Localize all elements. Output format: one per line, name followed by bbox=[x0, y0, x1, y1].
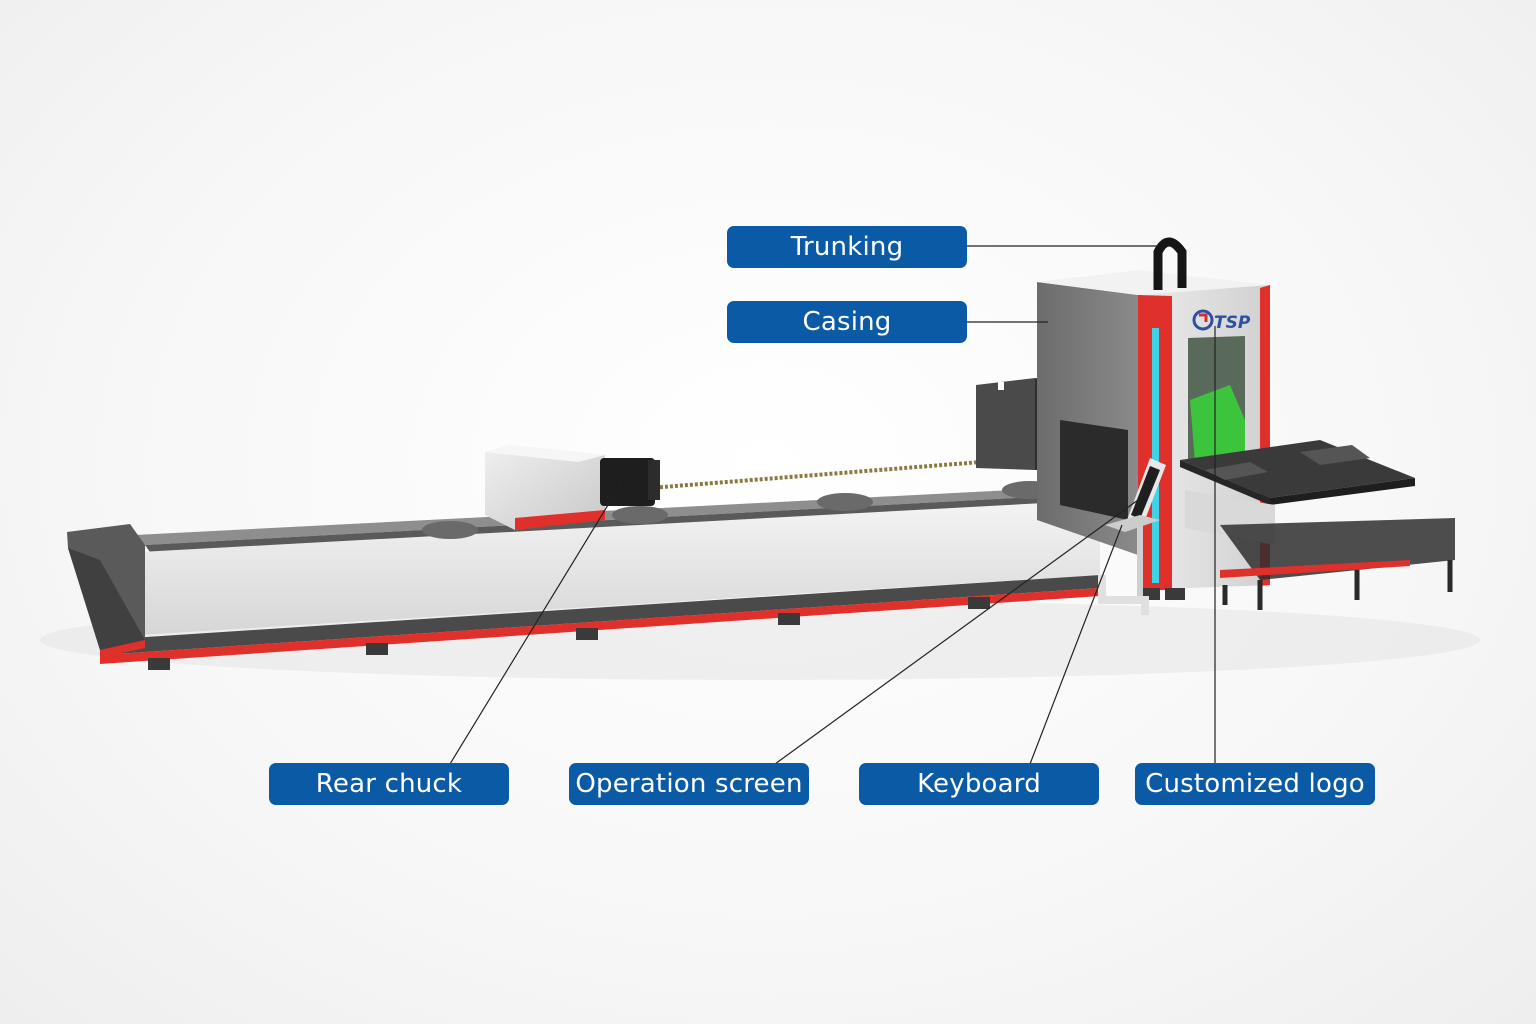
leader-lines bbox=[449, 245, 1216, 765]
callout-keyboard-label: Keyboard bbox=[917, 769, 1041, 799]
callout-rear-chuck: Rear chuck bbox=[269, 763, 509, 805]
callout-keyboard: Keyboard bbox=[859, 763, 1099, 805]
callout-customized-logo: Customized logo bbox=[1135, 763, 1375, 805]
callout-casing: Casing bbox=[727, 301, 967, 343]
leader-operation-screen bbox=[774, 499, 1139, 765]
callout-casing-label: Casing bbox=[802, 307, 892, 337]
callout-rear-chuck-label: Rear chuck bbox=[315, 769, 463, 799]
operation-console bbox=[1098, 458, 1166, 615]
ground-shadow bbox=[40, 600, 1480, 680]
machine-bed bbox=[67, 453, 1125, 670]
leader-keyboard bbox=[1029, 524, 1123, 765]
brand-logo bbox=[1192, 309, 1214, 331]
callout-customized-logo-label: Customized logo bbox=[1145, 769, 1365, 799]
rear-chuck-assembly bbox=[485, 445, 660, 530]
cable-trunking bbox=[1153, 237, 1187, 290]
callout-operation-screen-label: Operation screen bbox=[575, 769, 803, 799]
callout-trunking-label: Trunking bbox=[790, 232, 904, 262]
brand-logo-text: TSP bbox=[1214, 313, 1251, 333]
unloading-table bbox=[1180, 440, 1455, 610]
callout-operation-screen: Operation screen bbox=[569, 763, 809, 805]
leader-rear-chuck bbox=[449, 481, 623, 765]
callout-trunking: Trunking bbox=[727, 226, 967, 268]
